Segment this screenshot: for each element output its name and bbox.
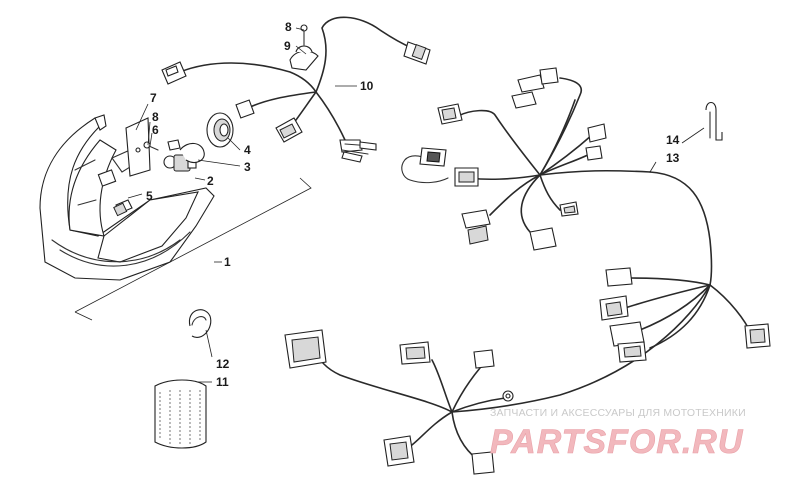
callout-13: 13 xyxy=(666,151,680,165)
callout-11: 11 xyxy=(216,375,229,389)
mounting-bracket xyxy=(289,24,319,71)
callout-2: 2 xyxy=(207,174,214,188)
cable-clip xyxy=(705,101,723,141)
watermark-brand: PARTSFOR.RU xyxy=(490,423,744,461)
main-harness xyxy=(314,77,753,461)
callout-4: 4 xyxy=(244,143,251,157)
callout-5: 5 xyxy=(146,189,153,203)
callout-9: 9 xyxy=(284,39,291,53)
leader-lines xyxy=(127,27,705,383)
callout-3: 3 xyxy=(244,160,251,174)
callout-14: 14 xyxy=(666,133,680,147)
callout-8-lower: 8 xyxy=(152,110,159,124)
callout-8-upper: 8 xyxy=(285,20,292,34)
watermark-tagline: ЗАПЧАСТИ И АКСЕССУАРЫ ДЛЯ МОТОТЕХНИКИ xyxy=(490,407,746,419)
protective-sleeve xyxy=(154,379,207,449)
callout-12: 12 xyxy=(216,357,230,371)
watermark: ЗАПЧАСТИ И АКСЕССУАРЫ ДЛЯ МОТОТЕХНИКИ PA… xyxy=(490,407,746,461)
harness-connectors xyxy=(284,67,771,475)
callout-7: 7 xyxy=(150,91,157,105)
retaining-spring xyxy=(179,142,205,163)
small-bulb xyxy=(113,202,128,217)
ring-clamp xyxy=(188,309,212,338)
headlight-harness xyxy=(161,16,431,163)
rubber-cap xyxy=(206,112,234,148)
callout-6: 6 xyxy=(152,123,159,137)
bracket-plate xyxy=(125,117,151,177)
clip xyxy=(167,139,181,151)
callout-10: 10 xyxy=(360,79,374,93)
callout-1: 1 xyxy=(224,255,231,269)
callout-labels: 1 2 3 4 5 6 7 8 8 9 10 11 12 13 14 xyxy=(146,20,680,389)
